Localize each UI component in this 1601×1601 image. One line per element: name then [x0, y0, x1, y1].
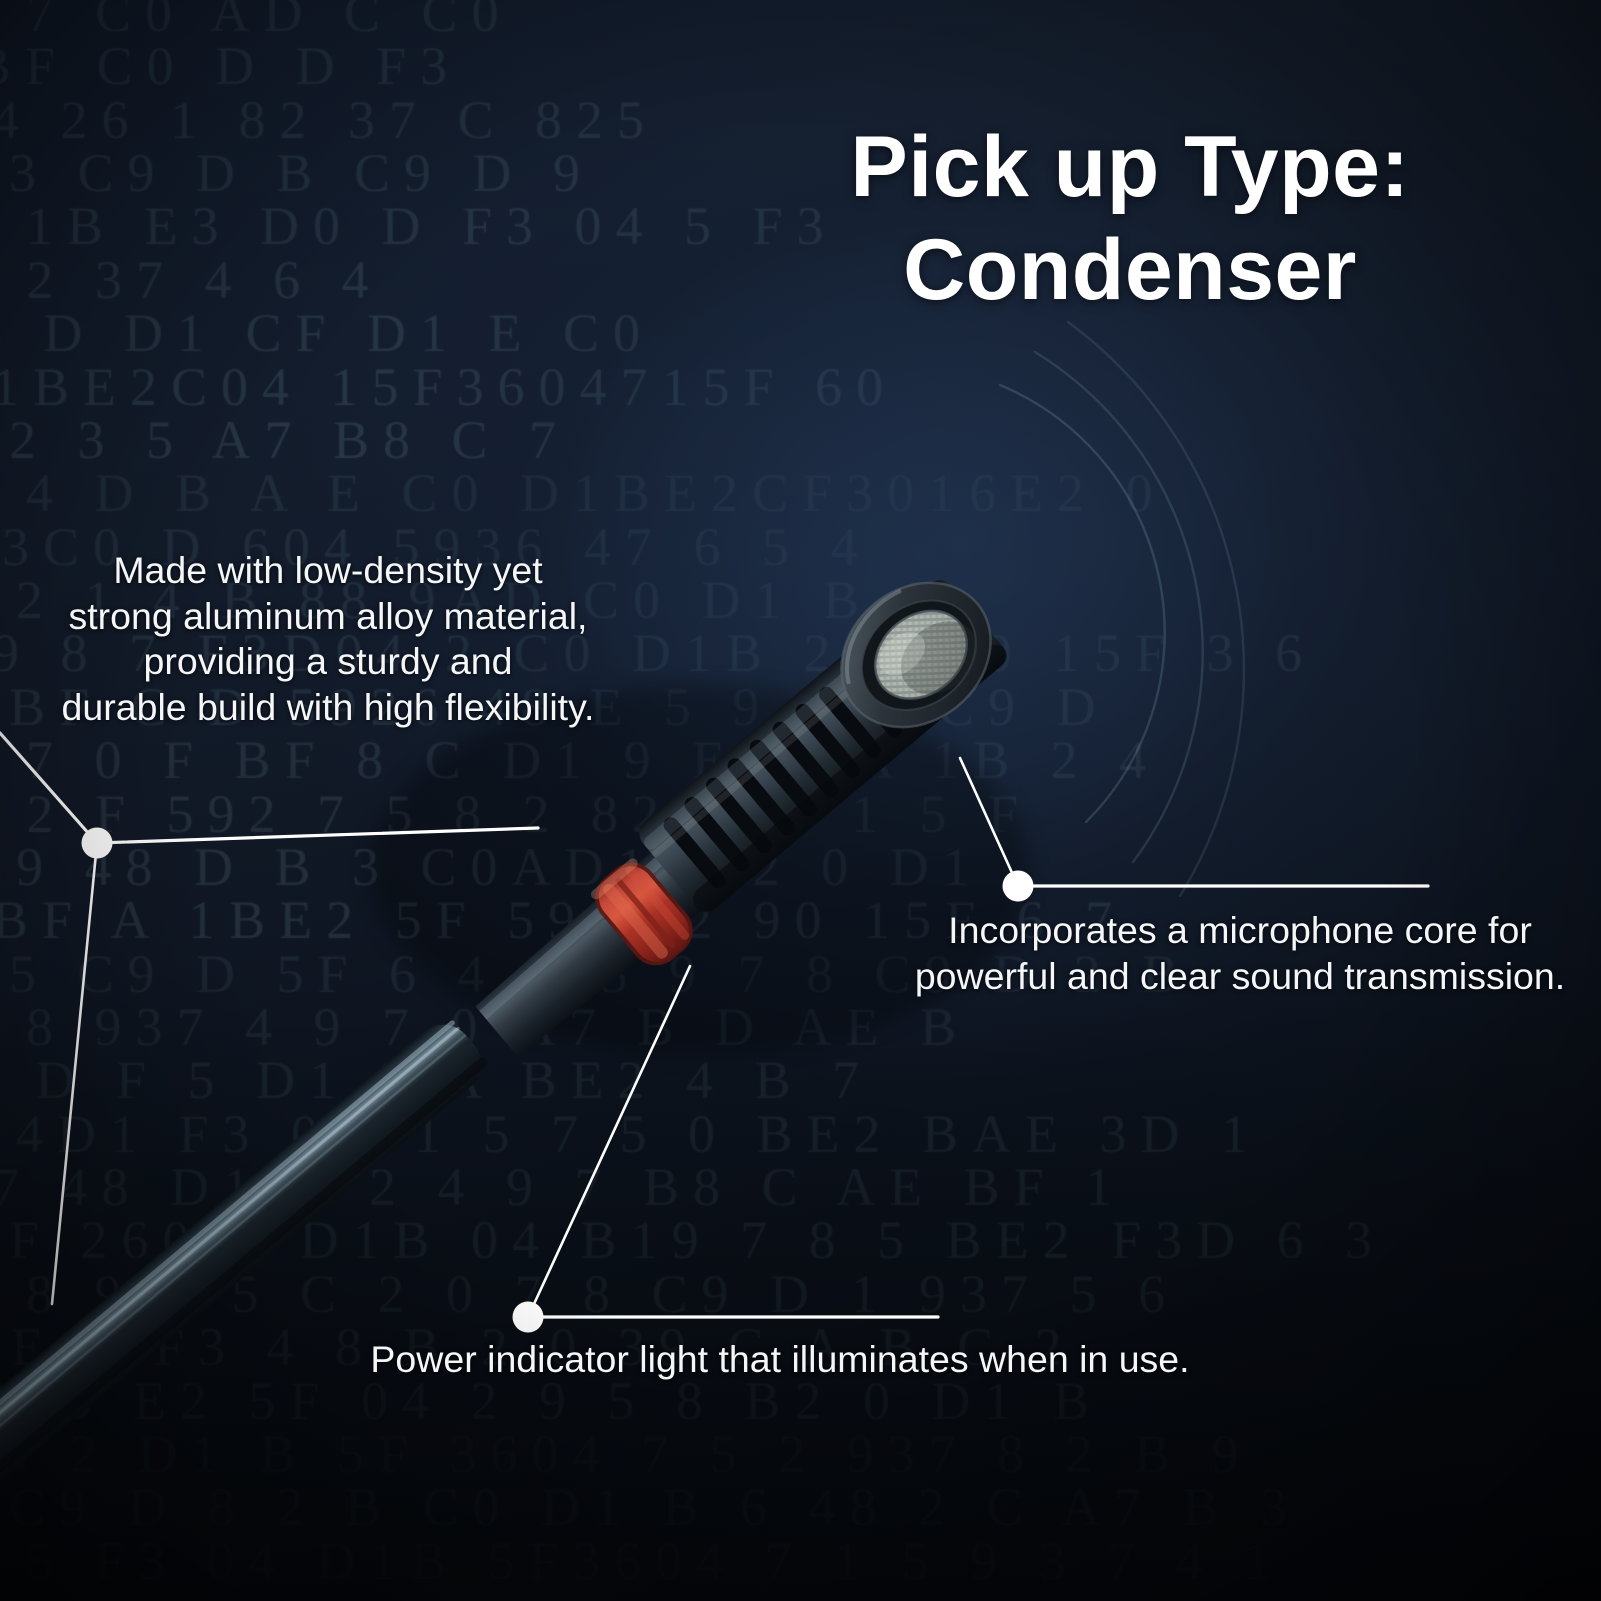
callout-left-line-2: strong aluminum alloy material, [68, 594, 588, 637]
callout-text-material: Made with low-density yet strong aluminu… [30, 548, 626, 730]
callout-text-mic-core: Incorporates a microphone core for power… [910, 908, 1570, 999]
title-line-2: Condenser [903, 222, 1357, 319]
leader-line-left-upper [0, 731, 99, 845]
callout-left-line-3: providing a sturdy and [143, 640, 513, 683]
title-line-1: Pick up Type: [850, 119, 1410, 215]
leader-line-bottom-diagonal [526, 964, 692, 1319]
callout-right-line-2: powerful and clear sound transmission. [914, 954, 1566, 997]
callout-text-power-indicator: Power indicator light that illuminates w… [330, 1337, 1230, 1383]
callout-left-line-4: durable build with high flexibility. [61, 685, 595, 728]
callout-dot-left [81, 827, 113, 859]
callout-dot-bottom [512, 1301, 544, 1333]
leader-line-left-lower [50, 841, 99, 1306]
callout-right-line-1: Incorporates a microphone core for [948, 909, 1532, 951]
callout-dot-right [1002, 870, 1034, 902]
callout-bottom-line-1: Power indicator light that illuminates w… [370, 1338, 1190, 1380]
leader-line-right-diagonal [958, 756, 1020, 888]
callout-left-line-1: Made with low-density yet [113, 549, 543, 591]
leader-line-left-horizontal [95, 826, 540, 845]
page-title: Pick up Type: Condenser [730, 116, 1530, 322]
